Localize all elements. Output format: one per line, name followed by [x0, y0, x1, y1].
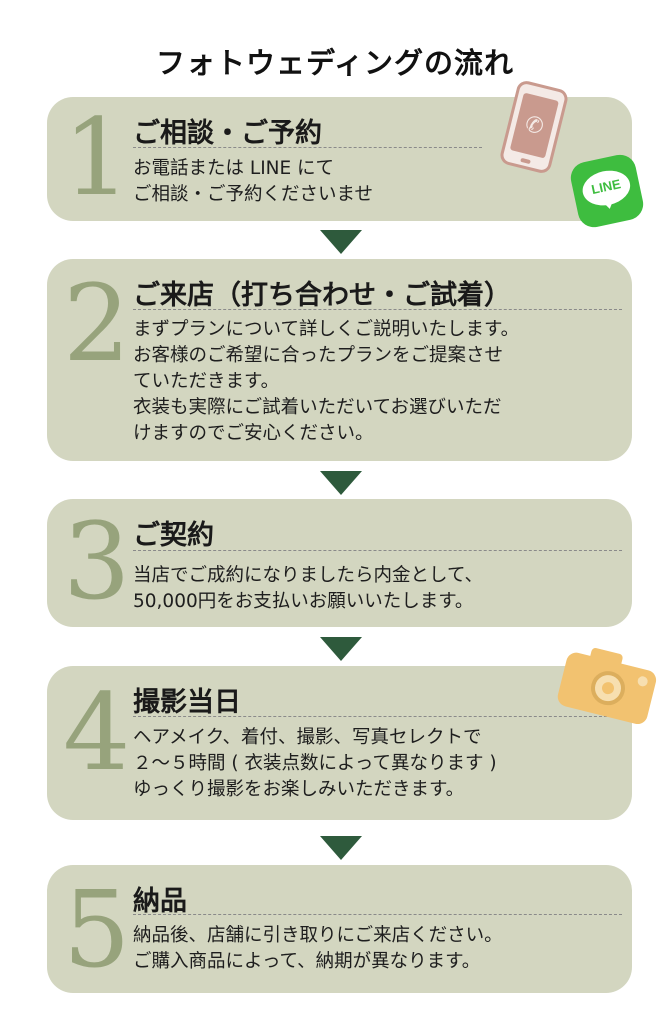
phone-home-button: [520, 157, 531, 165]
step-divider-4: [133, 716, 622, 717]
flow-arrow-1: [320, 230, 362, 254]
step-description-3: 当店でご成約になりましたら内金として、 50,000円をお支払いお願いいたします…: [133, 565, 484, 612]
step-number-3: 3: [63, 500, 131, 623]
step-number-1: 1: [63, 96, 131, 219]
step-card-3: 3 ご契約 当店でご成約になりましたら内金として、 50,000円をお支払いお願…: [47, 499, 632, 627]
receiver-icon: ✆: [522, 111, 547, 140]
step-divider-3: [133, 550, 622, 551]
step-number-2: 2: [63, 262, 131, 385]
step-card-4: 4 撮影当日 ヘアメイク、着付、撮影、写真セレクトで ２～５時間 ( 衣装点数に…: [47, 666, 632, 820]
page-title: フォトウェディングの流れ: [156, 46, 514, 80]
step-title-3: ご契約: [133, 520, 214, 551]
step-divider-2: [133, 309, 622, 310]
phone-screen: ✆: [509, 92, 559, 159]
line-icon: LINE: [567, 151, 647, 231]
step-card-5: 5 納品 納品後、店舗に引き取りにご来店ください。 ご購入商品によって、納期が異…: [47, 865, 632, 993]
step-title-1: ご相談・ご予約: [133, 118, 322, 149]
step-number-5: 5: [63, 868, 131, 991]
step-description-1: お電話または LINE にて ご相談・ご予約くださいませ: [133, 158, 373, 205]
step-description-2: まずプランについて詳しくご説明いたします。 お客様のご希望に合ったプランをご提案…: [133, 319, 520, 444]
step-title-4: 撮影当日: [133, 687, 241, 718]
step-card-2: 2 ご来店（打ち合わせ・ご試着） まずプランについて詳しくご説明いたします。 お…: [47, 259, 632, 461]
step-description-5: 納品後、店舗に引き取りにご来店ください。 ご購入商品によって、納期が異なります。: [133, 925, 503, 972]
step-title-2: ご来店（打ち合わせ・ご試着）: [133, 280, 511, 311]
step-number-4: 4: [63, 671, 131, 794]
step-title-5: 納品: [133, 886, 187, 917]
line-bubble-tail: [602, 198, 616, 211]
step-description-4: ヘアメイク、着付、撮影、写真セレクトで ２～５時間 ( 衣装点数によって異なりま…: [133, 727, 497, 800]
flow-arrow-4: [320, 836, 362, 860]
step-divider-5: [133, 914, 622, 915]
flow-arrow-3: [320, 637, 362, 661]
step-divider-1: [133, 147, 482, 148]
flow-arrow-2: [320, 471, 362, 495]
